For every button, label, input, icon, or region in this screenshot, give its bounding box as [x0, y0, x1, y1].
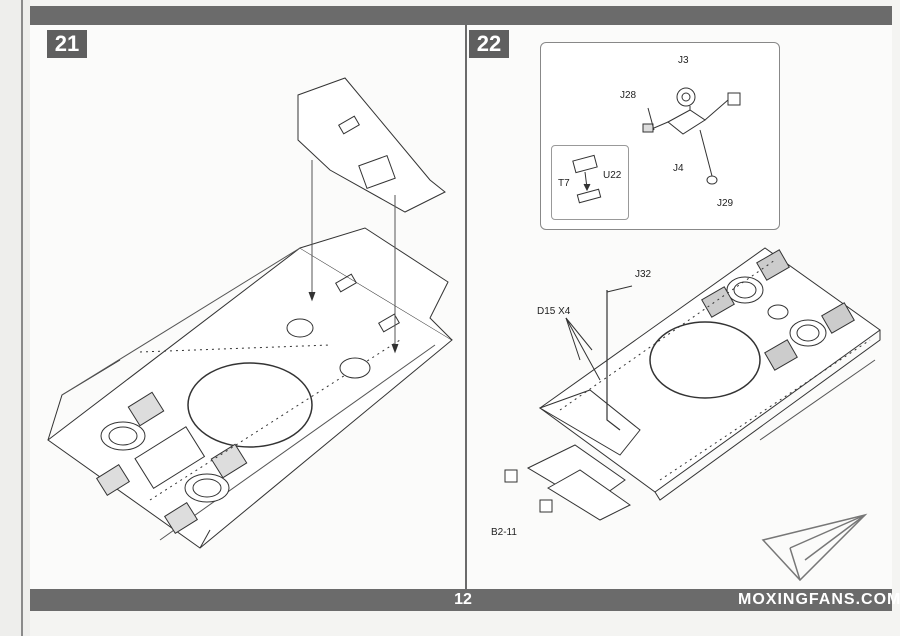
step-number-21: 21 [47, 30, 87, 58]
column-divider [465, 25, 467, 589]
footer-bar [30, 589, 892, 611]
page-number: 12 [454, 591, 472, 608]
label-b2-11: B2-11 [491, 527, 517, 538]
label-j32: J32 [635, 269, 652, 280]
watermark-text: MOXINGFANS.COM [738, 591, 900, 608]
binder-margin [0, 0, 30, 636]
step-number-22: 22 [469, 30, 509, 58]
label-u22: U22 [603, 170, 622, 181]
label-j4: J4 [673, 163, 684, 174]
label-j28: J28 [620, 90, 637, 101]
header-bar [30, 6, 892, 25]
label-d15: D15 X4 [537, 306, 571, 317]
label-j3: J3 [678, 55, 689, 66]
label-t7: T7 [558, 178, 570, 189]
label-j29: J29 [717, 198, 734, 209]
binder-edge-line [21, 0, 23, 636]
